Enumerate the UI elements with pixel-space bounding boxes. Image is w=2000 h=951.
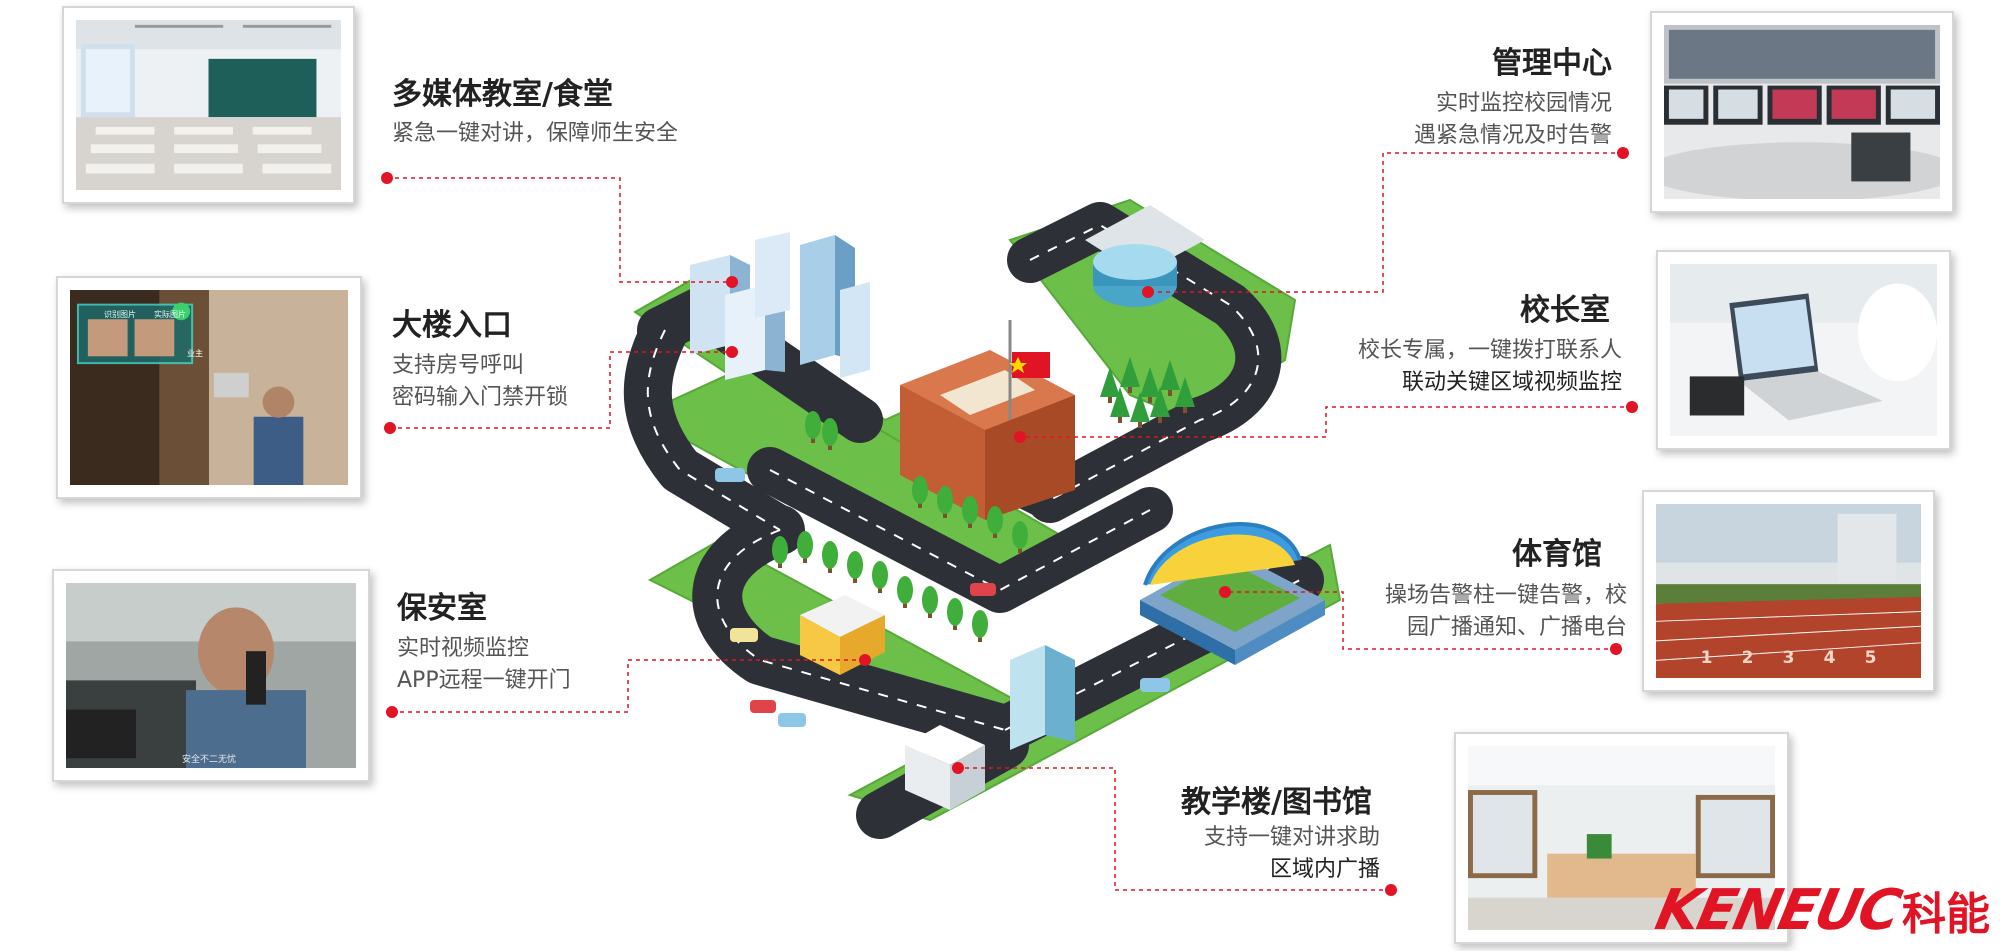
gym-desc-line: 园广播通知、广播电台 [1406, 615, 1627, 640]
principal-desc: 校长专属，一键拨打联系人 联动关键区域视频监控 [1358, 335, 1622, 399]
entrance-title: 大楼入口 [392, 308, 512, 343]
management-hall [1085, 205, 1205, 307]
gym-photo: 1 2 3 4 5 [1642, 490, 1935, 692]
entrance-overlay-left-label: 识别图片 [104, 310, 136, 319]
track-number: 4 [1823, 648, 1836, 668]
track-number: 1 [1700, 648, 1713, 668]
library-photo [1454, 732, 1789, 944]
library-desc: 支持一键对讲求助 区域内广播 [1204, 822, 1380, 886]
library-title: 教学楼/图书馆 [1181, 785, 1372, 820]
classroom-desc: 紧急一键对讲，保障师生安全 [392, 118, 678, 150]
security-photo: 安全不二无忧 [52, 569, 370, 782]
classroom-photo [62, 6, 355, 204]
brand-chinese: 科能 [1902, 889, 1990, 940]
track-number: 5 [1864, 648, 1877, 668]
brand-latin: KENEUC [1649, 878, 1905, 943]
entrance-overlay-tag: 业主 [187, 349, 203, 358]
library-desc-line: 支持一键对讲求助 [1203, 825, 1380, 850]
connector-dots [381, 147, 1638, 896]
security-title: 保安室 [397, 591, 487, 626]
management-photo [1650, 11, 1954, 213]
gym-desc: 操场告警柱一键告警，校 园广播通知、广播电台 [1385, 580, 1627, 644]
principal-photo [1656, 250, 1951, 450]
principal-desc-line: 联动关键区域视频监控 [1401, 370, 1622, 395]
teaching-buildings [905, 645, 1075, 810]
classroom-desc-line: 紧急一键对讲，保障师生安全 [392, 121, 679, 146]
entrance-desc-line: 支持房号呼叫 [392, 353, 525, 378]
security-desc-line: 实时视频监控 [397, 636, 530, 661]
security-photo-caption: 安全不二无忧 [182, 755, 237, 765]
security-desc-line: APP远程一键开门 [397, 668, 571, 693]
entrance-desc: 支持房号呼叫 密码输入门禁开锁 [392, 350, 568, 414]
security-desc: 实时视频监控 APP远程一键开门 [397, 633, 571, 697]
entrance-overlay-right-label: 实际图片 [154, 310, 186, 319]
road-markings [646, 223, 1301, 731]
track-number: 3 [1782, 648, 1795, 668]
connector-lines [387, 152, 1632, 891]
entrance-desc-line: 密码输入门禁开锁 [392, 385, 569, 410]
cars [715, 468, 1170, 727]
track-lane-numbers: 1 2 3 4 5 [1656, 648, 1921, 668]
brand-logo: KENEUC科能 [1650, 878, 1990, 943]
principal-title: 校长室 [1520, 293, 1610, 328]
gymnasium-building [1140, 522, 1325, 665]
gym-title: 体育馆 [1512, 537, 1602, 572]
track-number: 2 [1741, 648, 1754, 668]
library-desc-line: 区域内广播 [1269, 857, 1380, 882]
management-title: 管理中心 [1492, 46, 1612, 81]
management-desc: 实时监控校园情况 遇紧急情况及时告警 [1414, 88, 1612, 152]
principal-desc-line: 校长专属，一键拨打联系人 [1357, 338, 1622, 363]
apartment-buildings [690, 232, 870, 380]
classroom-title: 多媒体教室/食堂 [392, 77, 613, 112]
guard-house [800, 595, 885, 675]
management-desc-line: 实时监控校园情况 [1435, 91, 1612, 116]
gym-desc-line: 操场告警柱一键告警，校 [1384, 583, 1627, 608]
entrance-photo: 识别图片 实际图片 业主 [56, 276, 362, 499]
management-desc-line: 遇紧急情况及时告警 [1413, 123, 1612, 148]
